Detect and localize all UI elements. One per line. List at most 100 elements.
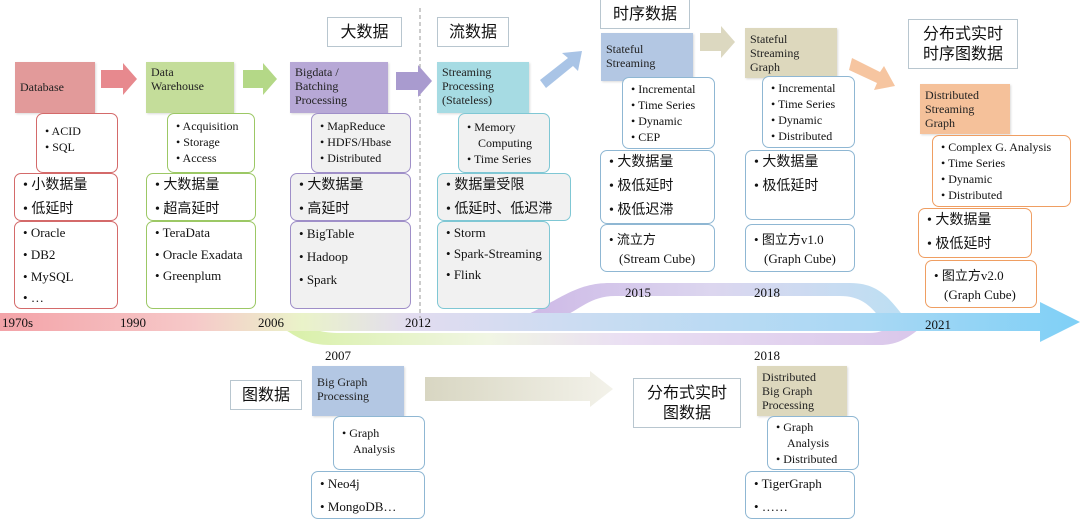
bigdata-feature: HDFS/Hbase [320, 134, 404, 150]
label-dist-ts-graph: 分布式实时 时序图数据 [908, 19, 1018, 69]
stateful-graph-trait: 大数据量 [754, 151, 848, 175]
arrow-db-dw [101, 63, 137, 95]
warehouse-products: TeraData Oracle Exadata Greenplum [146, 221, 256, 309]
dist-stream-graph-products: • 图立方v2.0 (Graph Cube) [925, 260, 1037, 308]
main-timeline-arrow [0, 302, 1080, 342]
label-stream: 流数据 [437, 17, 509, 47]
dist-stream-graph-trait: 大数据量 [927, 209, 1025, 233]
graph-branch-band [250, 318, 930, 345]
dist-stream-graph-product: • 图立方v2.0 [934, 268, 1004, 283]
dist-stream-graph-trait: 极低延时 [927, 233, 1025, 257]
year-2018-stream: 2018 [754, 285, 780, 300]
big-graph-header: Big Graph Processing [312, 366, 404, 416]
stateful-graph-product-sub: (Graph Cube) [764, 251, 836, 266]
stateful-trait: 大数据量 [609, 151, 708, 175]
bigdata-features: MapReduce HDFS/Hbase Distributed [311, 113, 411, 173]
database-product: Oracle [23, 222, 111, 244]
warehouse-product: Greenplum [155, 265, 249, 287]
dist-stream-graph-feature: Time Series [941, 155, 1064, 171]
dist-big-graph-header-line: Distributed [762, 370, 816, 384]
warehouse-feature: Acquisition [176, 118, 248, 134]
label-graph: 图数据 [230, 380, 302, 410]
stateful-graph-header-line: Graph [750, 60, 780, 74]
bigdata-product: Hadoop [299, 245, 404, 268]
streaming-product: Storm [446, 222, 543, 243]
year-2021: 2021 [925, 317, 951, 332]
arrow-ss-sg [700, 26, 735, 58]
bigdata-products: BigTable Hadoop Spark [290, 221, 411, 309]
database-trait: 小数据量 [23, 174, 111, 198]
warehouse-header-line: Warehouse [151, 79, 205, 93]
year-2018-graph: 2018 [754, 348, 780, 363]
big-graph-feature: Graph Analysis [342, 425, 418, 457]
streaming-header-line: Processing [442, 79, 494, 93]
dist-stream-graph-header: Distributed Streaming Graph [920, 84, 1010, 134]
bigdata-product: BigTable [299, 222, 404, 245]
bigdata-feature: Distributed [320, 150, 404, 166]
arrow-sg-ds [849, 58, 895, 90]
warehouse-features: Acquisition Storage Access [167, 113, 255, 173]
label-bigdata: 大数据 [327, 17, 402, 47]
year-1970s: 1970s [2, 315, 34, 330]
stateful-graph-traits: 大数据量 极低延时 [745, 150, 855, 220]
stateful-graph-feature: Dynamic [771, 112, 848, 128]
stateful-graph-header-line: Streaming [750, 46, 800, 60]
dist-big-graph-product: …… [754, 495, 848, 518]
stateful-trait: 极低延时 [609, 175, 708, 199]
database-product: MySQL [23, 266, 111, 288]
stateful-trait: 极低迟滞 [609, 199, 708, 223]
warehouse-header: Data Warehouse [146, 62, 234, 113]
stream-branch-band [520, 283, 905, 318]
database-features: ACID SQL [36, 113, 118, 173]
stateful-graph-trait: 极低延时 [754, 175, 848, 199]
dist-big-graph-features: Graph Analysis Distributed [767, 416, 859, 470]
dist-big-graph-products: TigerGraph …… [745, 471, 855, 519]
label-dist-graph: 分布式实时 图数据 [633, 378, 741, 428]
dist-stream-graph-product-sub: (Graph Cube) [944, 287, 1016, 302]
arrow-sp-ss [540, 51, 582, 88]
warehouse-feature: Access [176, 150, 248, 166]
stateful-feature: CEP [631, 129, 708, 145]
streaming-trait: 数据量受限 [446, 174, 564, 198]
dist-stream-graph-features: Complex G. Analysis Time Series Dynamic … [932, 135, 1071, 207]
bigdata-feature: MapReduce [320, 118, 404, 134]
database-product: DB2 [23, 244, 111, 266]
arrow-dw-bd [243, 63, 277, 95]
bigdata-traits: 大数据量 高延时 [290, 173, 411, 221]
stateful-feature: Incremental [631, 81, 708, 97]
big-graph-header-line: Processing [317, 389, 369, 403]
bigdata-trait: 大数据量 [299, 174, 404, 198]
year-2012: 2012 [405, 315, 431, 330]
stateful-graph-feature: Incremental [771, 80, 848, 96]
stateful-product: • 流立方 [609, 232, 656, 247]
warehouse-header-line: Data [151, 65, 174, 79]
arrow-graph-dist [425, 371, 613, 407]
year-2015: 2015 [625, 285, 651, 300]
bigdata-header-line: Batching [295, 79, 339, 93]
dist-big-graph-header: Distributed Big Graph Processing [757, 366, 847, 416]
database-traits: 小数据量 低延时 [14, 173, 118, 221]
stateful-feature: Time Series [631, 97, 708, 113]
database-feature: ACID [45, 123, 111, 139]
bigdata-header-line: Processing [295, 93, 347, 107]
stateful-traits: 大数据量 极低延时 极低迟滞 [600, 150, 715, 224]
dist-big-graph-product: TigerGraph [754, 472, 848, 495]
warehouse-product: TeraData [155, 222, 249, 244]
stateful-header: Stateful Streaming [601, 33, 693, 81]
dist-stream-graph-feature: Dynamic [941, 171, 1064, 187]
streaming-header-line: (Stateless) [442, 93, 492, 107]
big-graph-products: Neo4j MongoDB… [311, 471, 425, 519]
streaming-header: Streaming Processing (Stateless) [437, 62, 529, 113]
warehouse-traits: 大数据量 超高延时 [146, 173, 256, 221]
streaming-product: Flink [446, 264, 543, 285]
year-2006: 2006 [258, 315, 284, 330]
warehouse-trait: 超高延时 [155, 198, 249, 222]
label-dist-graph-line2: 图数据 [662, 403, 711, 422]
stateful-graph-header-line: Stateful [750, 32, 788, 46]
dist-big-graph-feature: Distributed [776, 451, 852, 467]
streaming-products: Storm Spark-Streaming Flink [437, 221, 550, 309]
stateful-graph-feature: Distributed [771, 128, 848, 144]
stateful-header-line: Stateful [606, 42, 644, 56]
stateful-product-sub: (Stream Cube) [619, 251, 696, 266]
